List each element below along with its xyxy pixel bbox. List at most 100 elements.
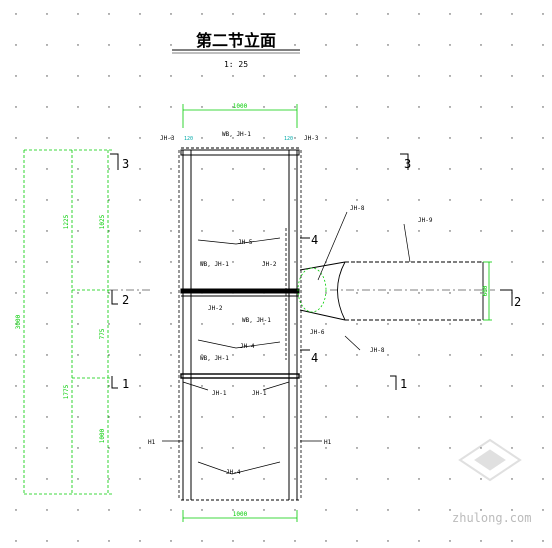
grid-dot [511,509,513,511]
grid-dot [170,292,172,294]
left-dimension-text: 3000 1225 1775 1025 775 1000 [15,214,106,443]
grid-dot [77,354,79,356]
section-mark-1-left: 1 [122,377,129,391]
grid-dot [46,478,48,480]
grid-dot [542,230,544,232]
top-dimension [182,104,298,128]
grid-dot [139,199,141,201]
grid-dot [542,354,544,356]
grid-dot [480,75,482,77]
grid-dot [201,540,203,542]
grid-dot [511,540,513,542]
grid-dot [418,478,420,480]
grid-dot [170,199,172,201]
grid-dot [449,478,451,480]
grid-dot [387,230,389,232]
grid-dot [480,199,482,201]
section-mark-4-bottom: 4 [311,351,318,365]
grid-dot [325,292,327,294]
grid-dot [480,478,482,480]
grid-dot [77,75,79,77]
grid-dot [511,416,513,418]
grid-dot [139,385,141,387]
grid-dot [170,75,172,77]
grid-dot [263,13,265,15]
grid-dot [418,292,420,294]
grid-dot [480,168,482,170]
grid-dot [46,230,48,232]
grid-dot [46,416,48,418]
grid-dot [15,478,17,480]
grid-dot [108,478,110,480]
grid-dot [263,540,265,542]
grid-dot [387,13,389,15]
grid-dot [46,354,48,356]
grid-dot [263,447,265,449]
grid-dot [263,230,265,232]
grid-dot [170,478,172,480]
grid-dot [480,106,482,108]
grid-dot [511,261,513,263]
grid-dot [480,509,482,511]
grid-dot [418,385,420,387]
grid-dot [418,540,420,542]
grid-dot [232,509,234,511]
section-mark-3-right: 3 [404,157,411,171]
grid-dot [263,261,265,263]
left-mid-inner-label: 775 [99,328,106,339]
grid-dot [325,75,327,77]
grid-dot [356,416,358,418]
grid-dot [170,44,172,46]
grid-dot [201,261,203,263]
grid-dot [201,478,203,480]
label-left-column: H1 [148,439,156,446]
grid-dot [418,447,420,449]
grid-dot [77,137,79,139]
grid-dot [139,540,141,542]
grid-dot [294,261,296,263]
section-mark-2-right: 2 [514,295,521,309]
grid-dot [294,106,296,108]
section-mark-4-top: 4 [311,233,318,247]
grid-dot [418,106,420,108]
grid-dot [170,447,172,449]
grid-dot [139,447,141,449]
grid-dot [356,354,358,356]
grid-dot [387,44,389,46]
grid-dot [77,447,79,449]
grid-dot [294,323,296,325]
grid-dot [449,13,451,15]
grid-dot [77,261,79,263]
grid-dot [449,75,451,77]
grid-dot [511,230,513,232]
side-beam [299,261,484,321]
grid-dot [325,354,327,356]
grid-dot [263,106,265,108]
left-lower-inner-label: 1000 [99,428,106,443]
corner-dimensions: 120 120 [184,136,293,142]
grid-dot [449,447,451,449]
grid-dot [77,44,79,46]
grid-dot [263,168,265,170]
background-dot-grid [15,13,544,542]
grid-dot [263,416,265,418]
grid-dot [387,540,389,542]
grid-dot [356,106,358,108]
grid-dot [449,354,451,356]
grid-dot [449,44,451,46]
grid-dot [201,354,203,356]
grid-dot [387,137,389,139]
joint-detail [297,267,327,313]
total-height-label: 3000 [15,314,22,329]
grid-dot [325,323,327,325]
corner-dim-top-left: 120 [184,136,193,142]
grid-dot [356,199,358,201]
section-numbers: 3 3 2 2 1 1 4 4 [122,157,521,391]
grid-dot [170,354,172,356]
grid-dot [139,168,141,170]
grid-dot [294,478,296,480]
grid-dot [263,44,265,46]
grid-dot [108,75,110,77]
grid-dot [294,168,296,170]
inner-dashed-lines [178,150,302,500]
